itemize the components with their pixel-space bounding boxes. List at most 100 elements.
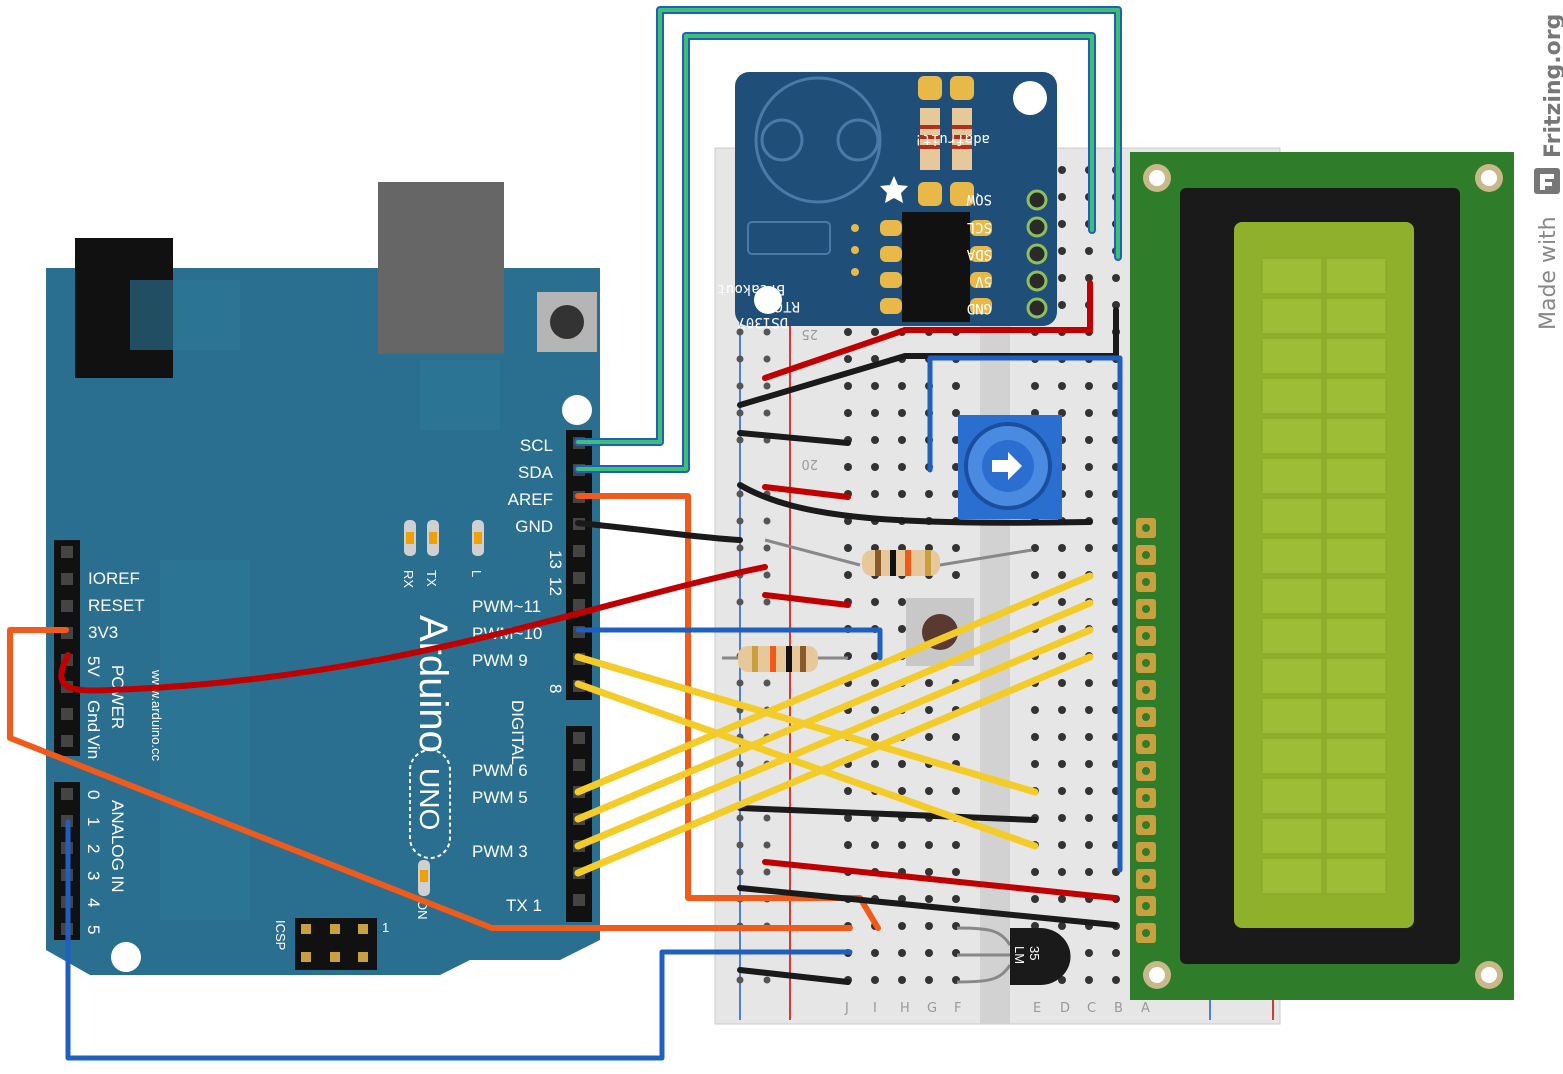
breadboard-hole	[898, 382, 906, 390]
column-letter-b: B	[1114, 1001, 1123, 1016]
pin-label-aref: AREF	[508, 490, 553, 509]
lcd-cell	[1325, 497, 1387, 535]
rtc-mount-hole-2	[1013, 81, 1047, 115]
breadboard-hole	[871, 598, 879, 606]
breadboard-hole	[1031, 382, 1039, 390]
breadboard-hole	[898, 490, 906, 498]
breadboard-hole	[925, 733, 933, 741]
wire-lcd-8	[574, 680, 1039, 850]
arrow-right-icon	[992, 452, 1022, 480]
analog-pin-0: 0	[84, 790, 103, 799]
breadboard-hole	[1085, 787, 1093, 795]
breadboard-hole	[1058, 787, 1066, 795]
rail-hole	[763, 868, 771, 876]
breadboard-hole	[844, 328, 852, 336]
breadboard-hole	[952, 841, 960, 849]
breadboard-hole	[1058, 679, 1066, 687]
power-pin	[61, 600, 73, 612]
pin-label-9: PWM 9	[472, 651, 528, 670]
breadboard-hole	[1085, 409, 1093, 417]
pin-label-sda: SDA	[518, 463, 554, 482]
lcd-cell	[1325, 857, 1387, 895]
power-pin	[61, 708, 73, 720]
rtc-pin	[1026, 189, 1048, 211]
rtc-pin-scl: SCL	[967, 219, 992, 235]
breadboard-hole	[1112, 976, 1120, 984]
wire-black-2	[737, 430, 851, 446]
rtc-title-line1: DS1307	[737, 314, 788, 330]
breadboard-hole	[1031, 733, 1039, 741]
lcd-pin-hole	[1142, 875, 1150, 883]
led-label-tx: TX	[424, 570, 439, 587]
pin-label-tx: TX 1	[506, 896, 542, 915]
column-letter-g: G	[927, 1001, 937, 1016]
column-letter-e: E	[1033, 1001, 1041, 1016]
led-label-rx: RX	[401, 570, 416, 588]
lcd-pin-hole	[1142, 767, 1150, 775]
lcd-cell	[1261, 497, 1323, 535]
analog-pin	[61, 788, 73, 800]
breadboard-hole	[952, 571, 960, 579]
lcd-cell	[1261, 817, 1323, 855]
breadboard-hole	[871, 409, 879, 417]
lcd-cell	[1261, 737, 1323, 775]
column-letter-f: F	[954, 1001, 961, 1016]
breadboard-hole	[1085, 976, 1093, 984]
lcd-cell	[1261, 537, 1323, 575]
uno-text: UNO	[414, 768, 445, 830]
pin-label-vin: Vin	[84, 735, 103, 759]
breadboard-hole	[1058, 598, 1066, 606]
breadboard-hole	[1085, 760, 1093, 768]
breadboard-hole	[1058, 652, 1066, 660]
breadboard-hole	[898, 976, 906, 984]
digital-pin	[573, 732, 585, 744]
breadboard-hole	[1031, 760, 1039, 768]
pin-label-3v3: 3V3	[88, 623, 118, 642]
wire-analog0	[65, 819, 853, 1061]
wire-lcd-3	[574, 626, 1094, 850]
breadboard-hole	[925, 787, 933, 795]
potentiometer[interactable]	[958, 415, 1062, 519]
breadboard-hole	[844, 841, 852, 849]
lcd-pin-hole	[1142, 794, 1150, 802]
breadboard-hole	[1085, 247, 1093, 255]
lcd-screen	[1234, 222, 1414, 928]
pin-label-reset: RESET	[88, 596, 145, 615]
resistor-bottom	[722, 646, 848, 672]
breadboard-hole	[1085, 544, 1093, 552]
breadboard-hole	[1085, 733, 1093, 741]
breadboard-hole	[952, 787, 960, 795]
rtc-title-line3: Breakout	[718, 281, 785, 297]
lcd-cell	[1325, 457, 1387, 495]
analog-title: ANALOG IN	[108, 800, 127, 893]
pin-label-12: 12	[546, 577, 565, 596]
breadboard-hole	[871, 976, 879, 984]
breadboard-hole	[871, 328, 879, 336]
lcd-cell	[1325, 697, 1387, 735]
wires	[7, 6, 1123, 1061]
breadboard-hole	[898, 949, 906, 957]
rail-hole	[763, 544, 771, 552]
watermark-prefix: Made with	[1536, 216, 1561, 330]
breadboard-hole	[1112, 301, 1120, 309]
lcd-pin-hole	[1142, 848, 1150, 856]
breadboard-hole	[898, 436, 906, 444]
breadboard-hole	[871, 706, 879, 714]
fritzing-logo-icon	[1534, 168, 1560, 194]
breadboard-hole	[844, 382, 852, 390]
resistor-top	[764, 538, 1033, 576]
pin-label-11: PWM~11	[472, 597, 541, 616]
rtc-pin-5v: 5V	[975, 273, 992, 289]
lcd-cell	[1325, 337, 1387, 375]
breadboard-hole	[1058, 544, 1066, 552]
breadboard-hole	[925, 895, 933, 903]
lcd-cell	[1325, 617, 1387, 655]
breadboard-hole	[898, 841, 906, 849]
column-letter-j: J	[844, 1001, 849, 1016]
rtc-pin-gnd: GND	[967, 300, 992, 316]
analog-pin-2: 2	[84, 844, 103, 853]
lcd-cell	[1261, 377, 1323, 415]
breadboard-hole	[1031, 868, 1039, 876]
lcd-character-cells	[1261, 257, 1387, 895]
wire-black-3	[737, 482, 1093, 526]
